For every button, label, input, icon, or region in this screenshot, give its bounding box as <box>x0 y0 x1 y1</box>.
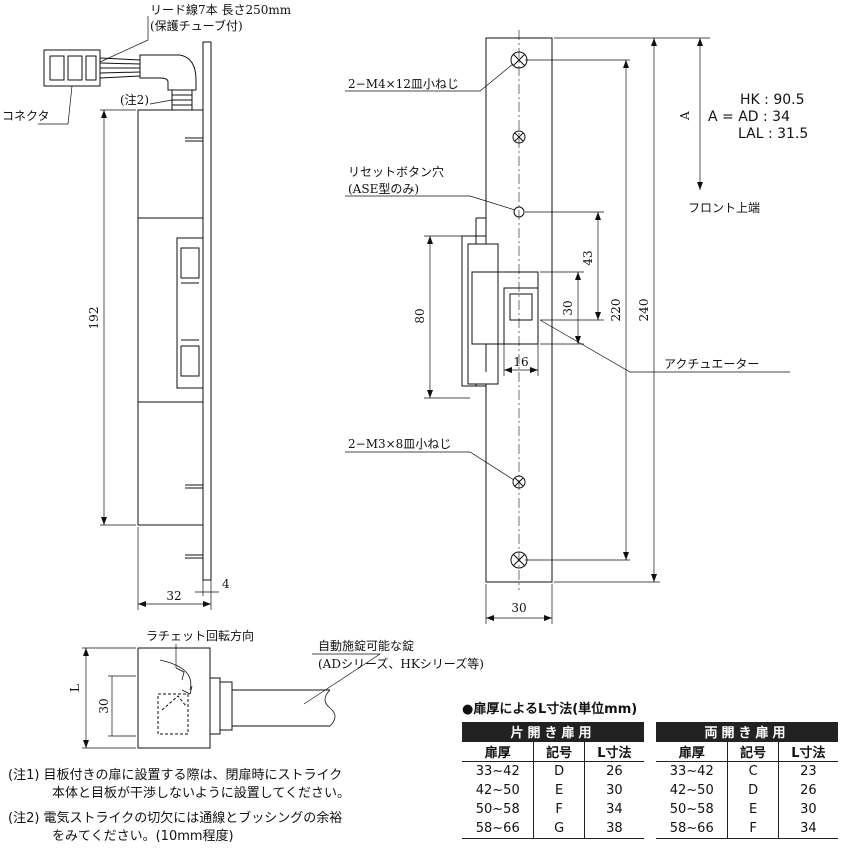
note2-mark: (注2) <box>120 92 149 107</box>
dim-192: 192 <box>87 307 101 330</box>
table-cell: 58~66 <box>462 819 534 839</box>
lal-value: LAL : 31.5 <box>738 126 808 142</box>
double-door-header: 両開き扉用 <box>656 722 838 742</box>
table-cell: 23 <box>777 761 838 781</box>
table-cell: D <box>533 761 585 781</box>
dim-240: 240 <box>637 299 651 322</box>
table-cell: 30 <box>777 800 838 819</box>
note-2-line-2: をみてください。(10mm程度) <box>52 829 234 844</box>
table-cell: F <box>727 819 779 839</box>
reset-hole-note: (ASE型のみ) <box>348 182 419 196</box>
table-cell: E <box>727 800 779 819</box>
actuator-label: アクチュエーター <box>664 357 759 371</box>
note-2-line-1: (注2) 電気ストライクの切欠には通線とブッシングの余裕 <box>8 811 343 826</box>
lead-wire-label: リード線7本 長さ250mm <box>150 2 292 17</box>
dim-32: 32 <box>166 589 181 603</box>
l-dim-label: L <box>68 684 82 692</box>
hk-value: HK : 90.5 <box>740 92 805 108</box>
dim-30-ratchet: 30 <box>97 698 111 713</box>
table-cell: 33~42 <box>669 764 714 779</box>
note-1-line-1: (注1) 目板付きの扉に設置する際は、閉扉時にストライク <box>8 768 343 783</box>
table-cell: F <box>533 800 585 819</box>
col-code: 記号 <box>727 741 779 762</box>
front-view <box>345 30 790 624</box>
table-cell: 30 <box>583 781 644 800</box>
lead-wire-tube-label: (保護チューブ付) <box>150 18 243 33</box>
table-cell: 42~50 <box>669 783 714 798</box>
table-cell: 38 <box>583 819 644 839</box>
table-cell: 26 <box>777 781 838 800</box>
ratchet-label: ラチェット回転方向 <box>146 628 254 643</box>
auto-lock-series-label: (ADシリーズ、HKシリーズ等) <box>318 656 484 671</box>
col-l: L寸法 <box>583 741 644 762</box>
front-top-label: フロント上端 <box>688 201 760 215</box>
note-1-line-2: 本体と目板が干渉しないように設置してください。 <box>52 786 350 801</box>
table-cell: 42~50 <box>475 783 520 798</box>
col-thickness: 扉厚 <box>462 741 534 762</box>
connector-label: コネクタ <box>2 109 50 123</box>
ratchet-view <box>82 644 382 749</box>
table-cell: 26 <box>583 761 644 781</box>
dim-30-horizontal: 30 <box>511 601 526 615</box>
dim-16: 16 <box>513 355 528 369</box>
dim-220: 220 <box>609 299 623 322</box>
table-cell: 34 <box>583 800 644 819</box>
table-cell: E <box>533 781 585 800</box>
table-cell: 58~66 <box>656 819 728 839</box>
side-view <box>38 16 219 610</box>
single-door-header: 片開き扉用 <box>462 722 644 742</box>
auto-lock-label: 自動施錠可能な錠 <box>318 638 414 653</box>
table-cell: 50~58 <box>669 802 714 817</box>
table-cell: 33~42 <box>475 764 520 779</box>
col-l: L寸法 <box>777 741 838 762</box>
dim-43: 43 <box>581 250 595 265</box>
ad-value: A = AD : 34 <box>708 109 790 125</box>
col-thickness: 扉厚 <box>656 741 728 762</box>
table-cell: G <box>533 819 585 839</box>
l-dimension-table-title: ●扉厚によるL寸法(単位mm) <box>462 702 638 717</box>
dim-80: 80 <box>413 308 427 323</box>
table-cell: D <box>727 781 779 800</box>
a-dim-label: A <box>678 111 692 121</box>
table-cell: 50~58 <box>475 802 520 817</box>
table-cell: 34 <box>777 819 838 839</box>
table-cell: C <box>727 761 779 781</box>
dim-4: 4 <box>222 577 230 591</box>
screw-m3-label: 2−M3×8皿小ねじ <box>348 437 451 451</box>
col-code: 記号 <box>533 741 585 762</box>
reset-hole-label: リセットボタン穴 <box>348 164 444 179</box>
dim-30-vertical: 30 <box>561 300 575 315</box>
screw-m4-label: 2−M4×12皿小ねじ <box>348 77 459 91</box>
